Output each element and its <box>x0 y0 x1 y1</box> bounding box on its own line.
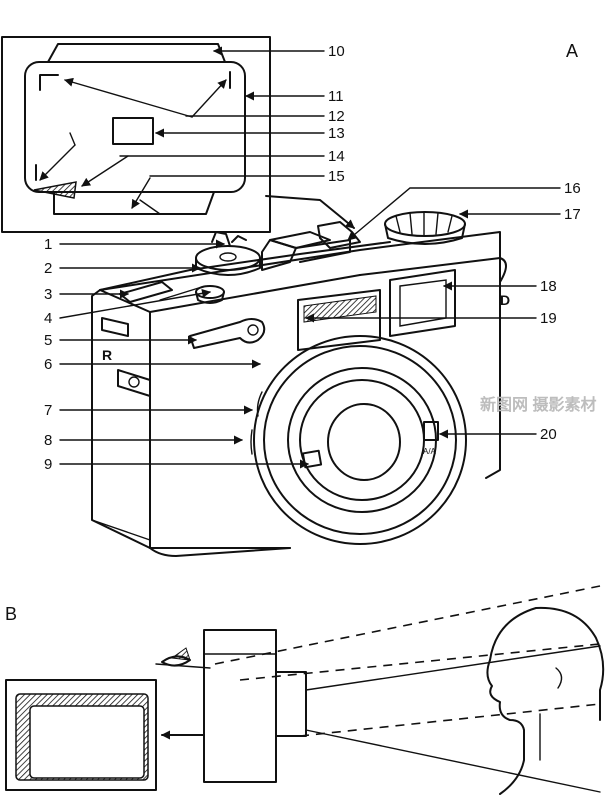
shutter-mark-r: R <box>102 347 112 363</box>
callout-10: 10 <box>328 43 345 60</box>
section-b-diagram <box>5 585 605 795</box>
lens-symbol: A/A <box>423 447 437 456</box>
callout-4: 4 <box>44 310 52 327</box>
callout-17: 17 <box>564 206 581 223</box>
callout-9: 9 <box>44 456 52 473</box>
inset-pointer-arrow <box>265 195 355 229</box>
callout-14: 14 <box>328 148 345 165</box>
callout-3: 3 <box>44 286 52 303</box>
callout-20: 20 <box>540 426 557 443</box>
callout-numbers: 1 2 3 4 5 6 7 8 9 10 11 12 13 14 15 16 1… <box>44 43 581 473</box>
leader-lines <box>59 46 561 469</box>
callout-12: 12 <box>328 108 345 125</box>
callout-8: 8 <box>44 432 52 449</box>
callout-16: 16 <box>564 180 581 197</box>
section-label-a: A <box>566 41 578 61</box>
watermark: 新图网 摄影素材 <box>480 395 596 414</box>
callout-18: 18 <box>540 278 557 295</box>
callout-11: 11 <box>328 88 344 105</box>
section-label-b: B <box>5 604 17 624</box>
callout-1: 1 <box>44 236 52 253</box>
callout-5: 5 <box>44 332 52 349</box>
callout-19: 19 <box>540 310 557 327</box>
callout-7: 7 <box>44 402 52 419</box>
viewfinder-inset <box>1 36 271 233</box>
callout-2: 2 <box>44 260 52 277</box>
callout-6: 6 <box>44 356 52 373</box>
camera-body: R D <box>91 211 510 557</box>
callout-13: 13 <box>328 125 345 142</box>
callout-15: 15 <box>328 168 345 185</box>
svg-text:D: D <box>500 292 510 308</box>
